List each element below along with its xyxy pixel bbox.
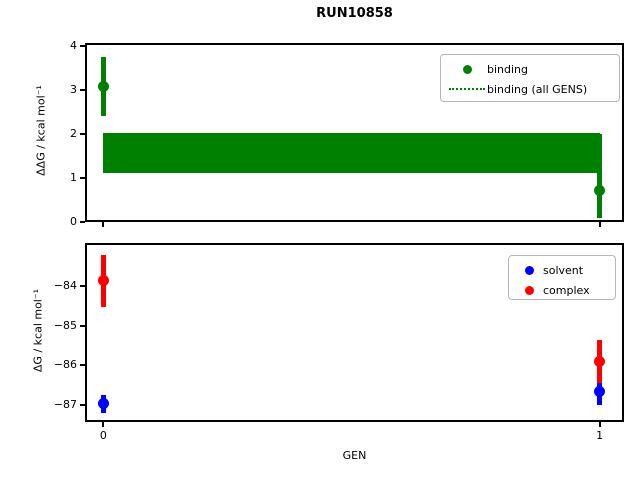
y-tick-mark bbox=[80, 284, 85, 287]
y-tick-mark bbox=[80, 221, 85, 223]
y-tick-mark bbox=[80, 88, 85, 91]
bottom-legend: solvent complex bbox=[508, 255, 616, 300]
legend-marker-cell bbox=[447, 88, 487, 90]
legend-label: binding bbox=[487, 62, 529, 76]
y-tick-mark bbox=[80, 176, 85, 179]
y-tick-label: −85 bbox=[53, 318, 77, 332]
x-tick-label: 0 bbox=[99, 429, 107, 442]
x-tick-mark bbox=[102, 222, 105, 227]
legend-item-solvent: solvent bbox=[515, 260, 607, 280]
legend-item-binding-all-gens: binding (all GENS) bbox=[447, 79, 611, 99]
x-tick-label: 1 bbox=[596, 429, 604, 442]
chart-title: RUN10858 bbox=[316, 6, 393, 21]
legend-item-binding: binding bbox=[447, 59, 611, 79]
binding-data-point bbox=[594, 185, 606, 197]
top-legend: binding binding (all GENS) bbox=[440, 54, 620, 102]
legend-marker-cell bbox=[515, 265, 543, 275]
x-tick-mark bbox=[102, 422, 105, 427]
legend-marker-cell bbox=[447, 64, 487, 74]
solvent-dot-icon bbox=[524, 265, 534, 275]
x-tick-mark bbox=[598, 222, 601, 227]
x-tick-mark bbox=[598, 422, 601, 427]
solvent-data-point bbox=[97, 398, 109, 410]
y-tick-label: −87 bbox=[53, 397, 77, 411]
dotted-line-icon bbox=[449, 88, 485, 90]
complex-dot-icon bbox=[524, 285, 534, 295]
y-tick-mark bbox=[80, 132, 85, 135]
complex-data-point bbox=[97, 275, 109, 287]
y-tick-label: −84 bbox=[53, 278, 77, 292]
x-axis-label: GEN bbox=[342, 449, 367, 462]
y-tick-mark bbox=[80, 364, 85, 367]
y-tick-mark bbox=[80, 403, 85, 406]
complex-data-point bbox=[594, 355, 606, 367]
solvent-data-point bbox=[594, 385, 606, 397]
y-tick-label: 0 bbox=[70, 215, 77, 228]
y-tick-label: 4 bbox=[70, 38, 77, 52]
binding-dot-icon bbox=[462, 64, 472, 74]
y-tick-label: 3 bbox=[70, 82, 77, 96]
binding-data-point bbox=[97, 80, 109, 92]
legend-label: solvent bbox=[543, 263, 584, 277]
legend-marker-cell bbox=[515, 285, 543, 295]
binding-error-bar bbox=[597, 133, 603, 219]
legend-item-complex: complex bbox=[515, 280, 607, 300]
y-tick-mark bbox=[80, 44, 85, 47]
all-gens-band bbox=[103, 132, 600, 173]
y-tick-label: 2 bbox=[70, 126, 77, 140]
y-tick-label: −86 bbox=[53, 358, 77, 372]
legend-label: binding (all GENS) bbox=[487, 82, 588, 96]
legend-label: complex bbox=[543, 283, 590, 297]
y-tick-label: 1 bbox=[70, 170, 77, 184]
y-tick-mark bbox=[80, 324, 85, 327]
